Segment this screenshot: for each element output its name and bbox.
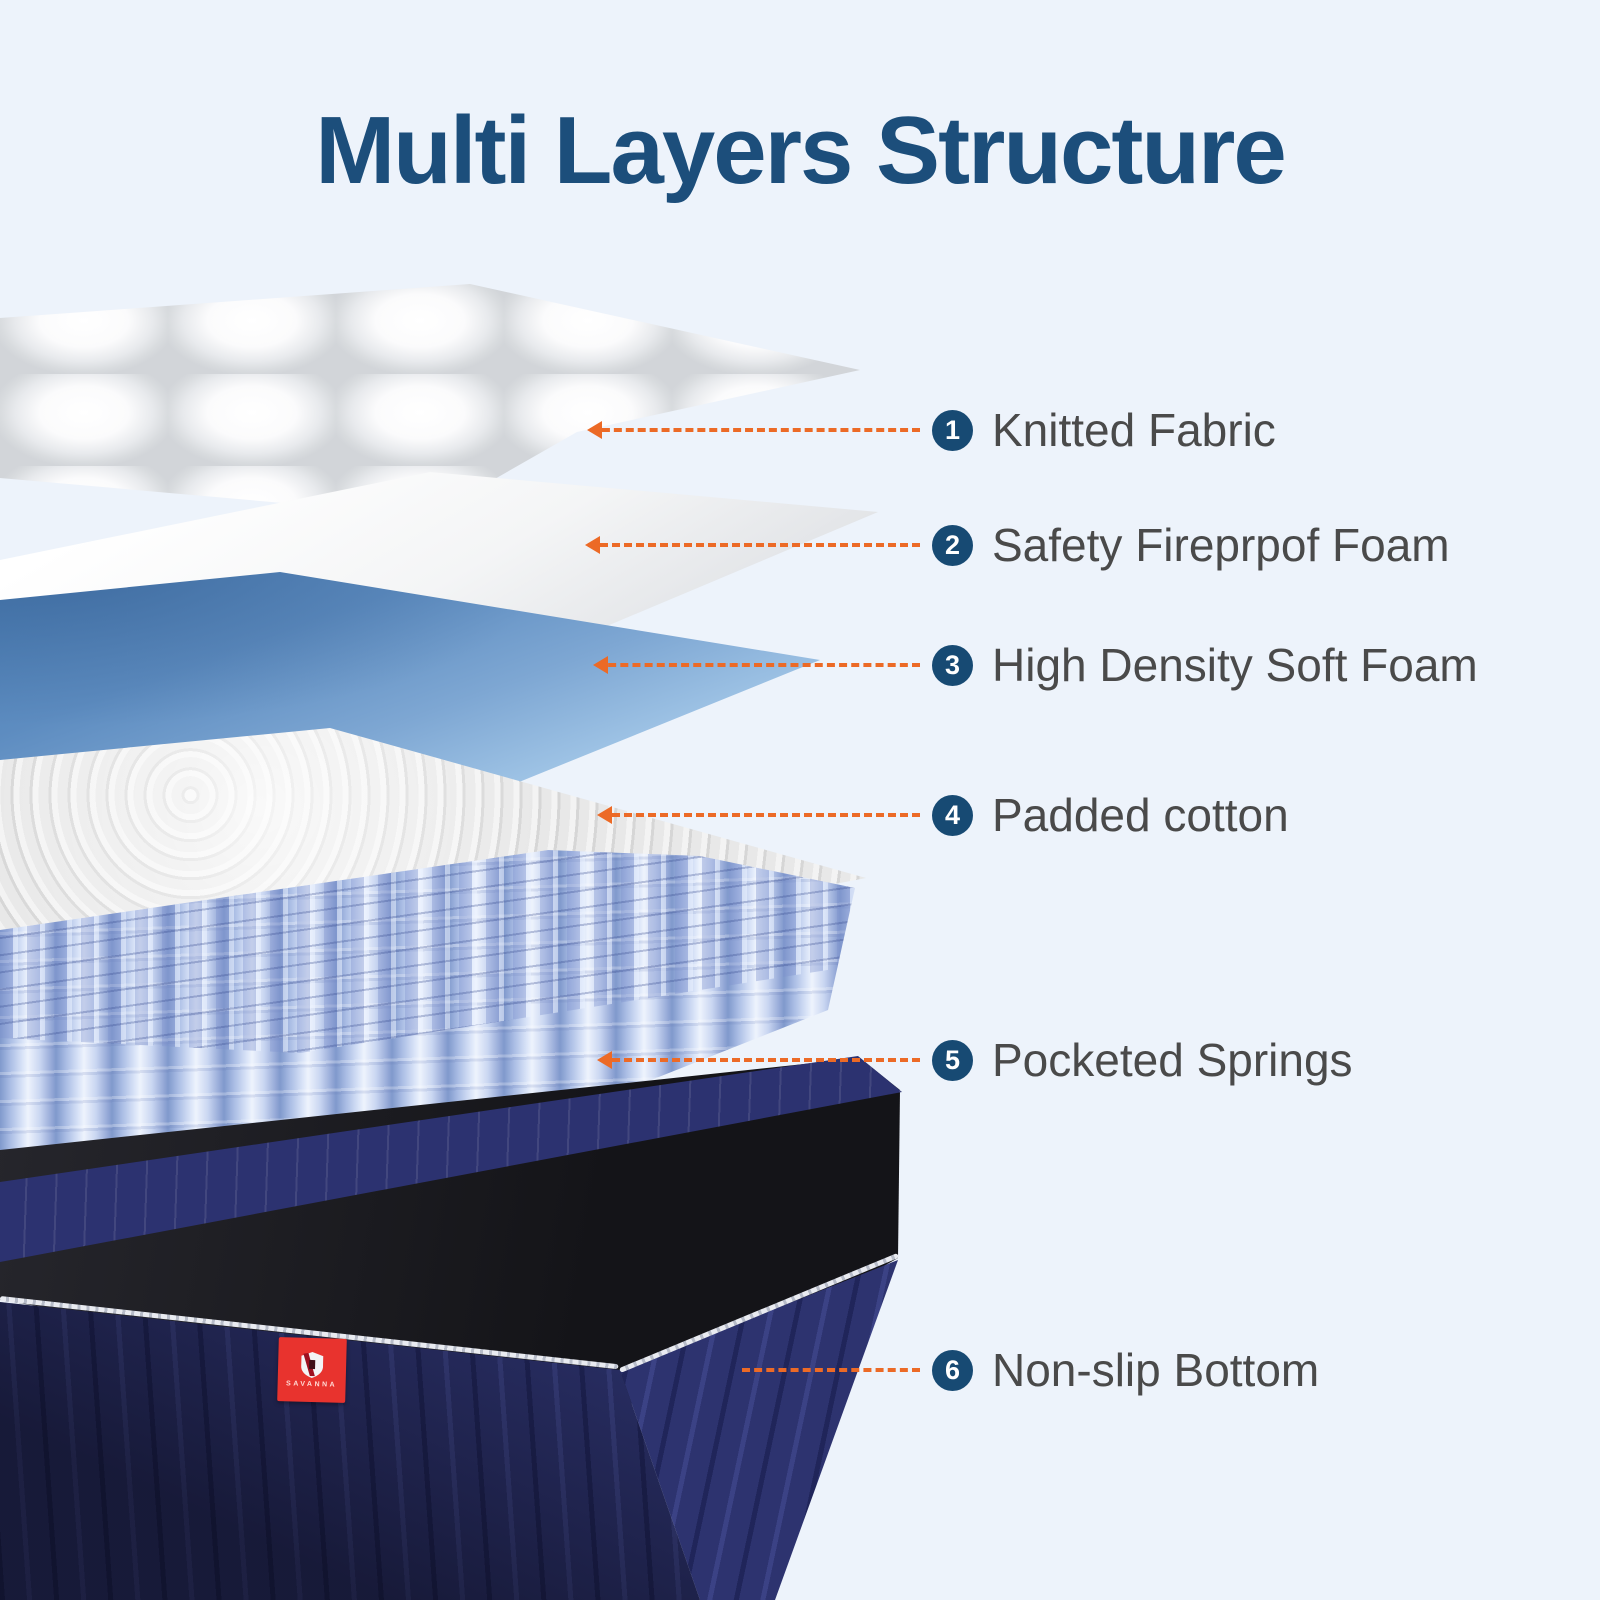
badge-3: 3 [932,645,973,686]
badge-2: 2 [932,525,973,566]
callout-arrow-1 [587,421,920,439]
label-pocketed-springs: Pocketed Springs [992,1034,1353,1086]
badge-4: 4 [932,795,973,836]
callout-arrow-5 [597,1051,920,1069]
badge-1: 1 [932,410,973,451]
label-soft-foam: High Density Soft Foam [992,639,1478,691]
label-knitted-fabric: Knitted Fabric [992,404,1276,456]
page-title: Multi Layers Structure [315,97,1287,204]
brand-tag-label: SAVANNA [285,1380,338,1389]
callout-arrow-6 [742,1368,920,1372]
label-padded-cotton: Padded cotton [992,789,1289,841]
callout-arrow-4 [597,806,920,824]
callout-arrow-3 [593,656,920,674]
label-fireproof-foam: Safety Fireprpof Foam [992,519,1450,571]
layer-non-slip-base: SAVANNA [0,1050,960,1600]
brand-tag: SAVANNA [277,1337,347,1403]
shield-logo-icon [301,1352,324,1378]
badge-6: 6 [932,1350,973,1391]
label-non-slip-bottom: Non-slip Bottom [992,1344,1320,1396]
badge-5: 5 [932,1040,973,1081]
callout-arrow-2 [585,536,920,554]
